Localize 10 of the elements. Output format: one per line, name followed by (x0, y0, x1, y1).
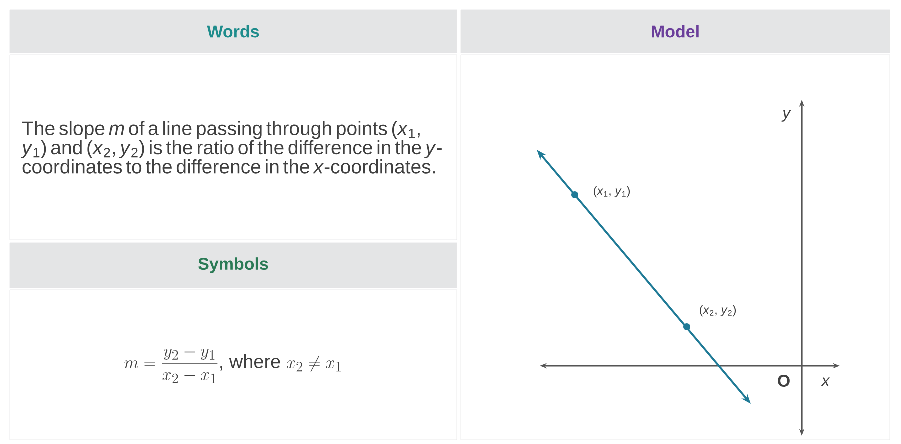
column-header: Words (10, 10, 458, 54)
text-cell: The slope m of a line passing through points (x$_{1}$, y$_{1}$) and (x$_{2}$, y$_{2}$) is the ratio of the difference in the y-coordinates to the difference in the x-coordinates. (10, 54, 458, 240)
column-header: Symbols (10, 242, 458, 288)
origin-label: O (778, 374, 790, 388)
point-label: (x$_{2}$, y$_{2}$) (700, 305, 736, 317)
axis-label: x (821, 378, 830, 386)
formula-cell: $m = \frac{y_2 - y_1}{x_2 - x_1}\text{, where } x_2 \neq x_1$ (10, 290, 458, 440)
column-header: Model (460, 10, 890, 54)
axis-label: y (782, 110, 792, 122)
point-label: (x$_{1}$, y$_{1}$) (594, 186, 630, 198)
